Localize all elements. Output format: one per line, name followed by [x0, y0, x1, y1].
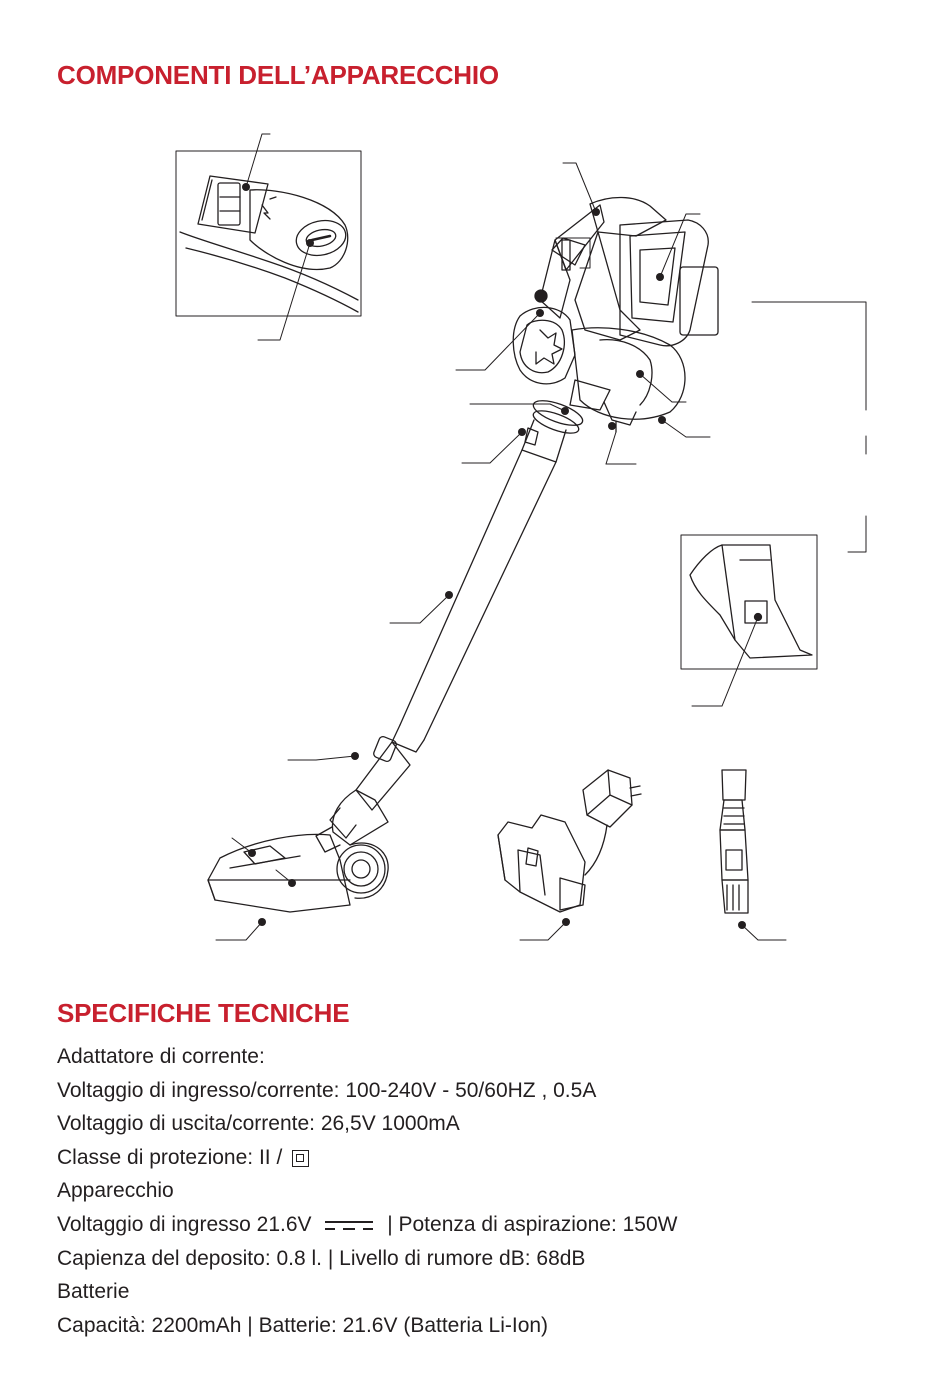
vacuum-main-unit [512, 196, 719, 433]
device-title: Apparecchio [57, 1179, 174, 1203]
specifications-list: Adattatore di corrente: Voltaggio di ing… [57, 1040, 917, 1342]
accessory-tool [719, 769, 749, 914]
battery-info: Capacità: 2200mAh | Batterie: 21.6V (Bat… [57, 1313, 549, 1337]
device-voltage-row: Voltaggio di ingresso 21.6V | Potenza di… [57, 1208, 917, 1242]
tube-connector [521, 400, 584, 463]
device-power: | Potenza di aspirazione: 150W [387, 1212, 678, 1236]
adapter-input: Voltaggio di ingresso/corrente: 100-240V… [57, 1078, 597, 1102]
callout-leaders [215, 133, 867, 941]
floor-brush [207, 741, 411, 913]
vacuum-components-diagram [175, 133, 867, 941]
adapter-title: Adattatore di corrente: [57, 1045, 265, 1068]
protection-class-row: Classe di protezione: II / [57, 1141, 917, 1175]
control-panel-inset [175, 150, 362, 317]
battery-detail-inset [680, 534, 818, 670]
protection-class: Classe di protezione: II / [57, 1145, 283, 1169]
specifications-heading: SPECIFICHE TECNICHE [57, 998, 350, 1028]
device-voltage: Voltaggio di ingresso 21.6V [57, 1212, 312, 1236]
direct-current-icon [325, 1221, 374, 1231]
components-heading: COMPONENTI DELL’APPARECCHIO [57, 60, 499, 90]
extension-tube [373, 449, 557, 763]
class-ii-icon [292, 1149, 310, 1167]
battery-title: Batterie [57, 1280, 130, 1304]
device-capacity: Capienza del deposito: 0.8 l. | Livello … [57, 1246, 586, 1270]
callout-dots [242, 183, 746, 929]
charging-base [497, 769, 642, 913]
adapter-output: Voltaggio di uscita/corrente: 26,5V 1000… [57, 1112, 460, 1136]
